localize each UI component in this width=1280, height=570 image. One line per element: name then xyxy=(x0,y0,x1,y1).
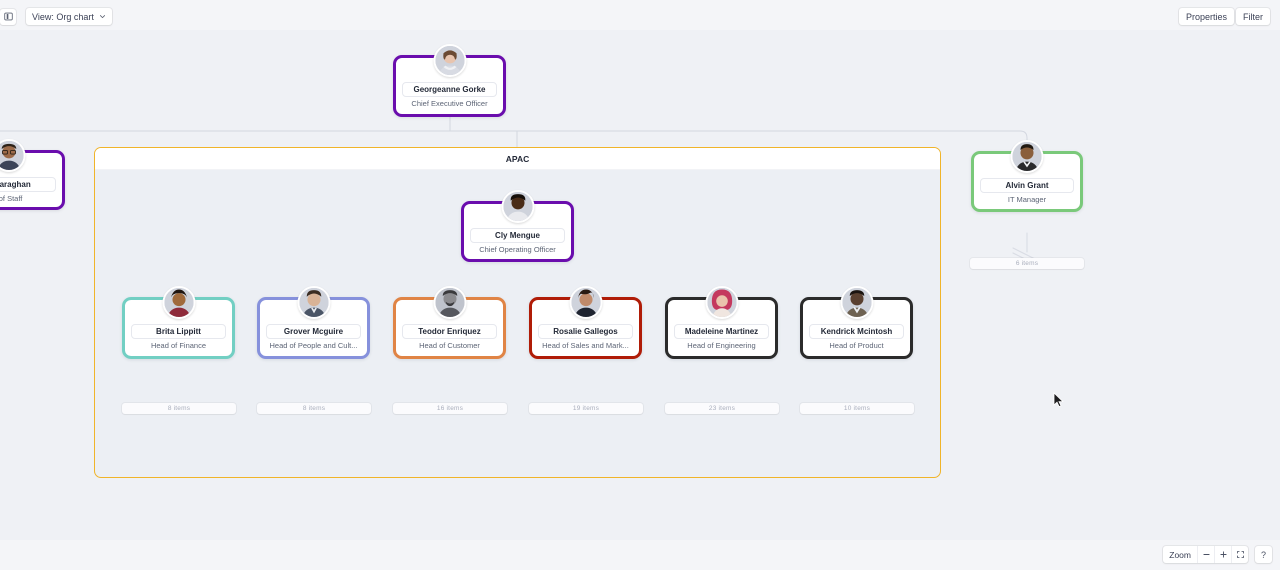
node-title: IT Manager xyxy=(1007,195,1047,204)
node-card-head-of-sales[interactable]: Rosalie Gallegos Head of Sales and Mark.… xyxy=(529,286,642,359)
items-count-badge[interactable]: 10 items xyxy=(800,403,914,414)
chevron-down-icon xyxy=(99,15,105,19)
node-title: Head of Product xyxy=(829,341,884,350)
node-title: Head of Engineering xyxy=(687,341,756,350)
node-name: Kendrick Mcintosh xyxy=(809,324,904,339)
toolbar-right-group: Properties Filter xyxy=(1178,8,1270,25)
node-name: Brita Lippitt xyxy=(131,324,226,339)
minus-icon xyxy=(1202,554,1210,555)
node-title: Head of Sales and Mark... xyxy=(542,341,629,350)
plus-icon xyxy=(1219,551,1227,558)
avatar xyxy=(297,286,330,319)
region-group-title: APAC xyxy=(95,148,940,170)
items-count-badge[interactable]: 23 items xyxy=(665,403,779,414)
avatar xyxy=(501,190,534,223)
chart-canvas[interactable]: APAC Georgeanne Gorke Chief Executive Of… xyxy=(0,30,1280,540)
fullscreen-icon xyxy=(1236,551,1244,558)
mouse-cursor xyxy=(1053,392,1064,408)
avatar xyxy=(569,286,602,319)
toolbar-left-group: View: Org chart xyxy=(0,8,112,25)
node-card-coo[interactable]: Cly Mengue Chief Operating Officer xyxy=(461,190,574,262)
items-count-badge[interactable]: 19 items xyxy=(529,403,643,414)
zoom-out-button[interactable] xyxy=(1197,546,1214,563)
node-card-head-of-people[interactable]: Grover Mcguire Head of People and Cult..… xyxy=(257,286,370,359)
items-count-badge[interactable]: 16 items xyxy=(393,403,507,414)
properties-button[interactable]: Properties xyxy=(1178,8,1234,25)
zoom-in-button[interactable] xyxy=(1214,546,1231,563)
node-title: Head of Finance xyxy=(150,341,207,350)
node-title: f of Staff xyxy=(0,194,23,203)
node-card-ceo[interactable]: Georgeanne Gorke Chief Executive Officer xyxy=(393,44,506,117)
view-selector[interactable]: View: Org chart xyxy=(26,8,112,25)
avatar xyxy=(433,286,466,319)
node-name: Rosalie Gallegos xyxy=(538,324,633,339)
avatar xyxy=(705,286,738,319)
avatar xyxy=(840,286,873,319)
node-title: Head of Customer xyxy=(419,341,480,350)
node-card-head-of-finance[interactable]: Brita Lippitt Head of Finance xyxy=(122,286,235,359)
node-name: n Garaghan xyxy=(0,177,56,192)
node-name: Madeleine Martinez xyxy=(674,324,769,339)
region-group-apac[interactable]: APAC xyxy=(94,147,941,478)
bottom-toolbar: Zoom ? xyxy=(0,540,1280,570)
node-card-it-manager[interactable]: Alvin Grant IT Manager xyxy=(971,140,1083,212)
node-title: Chief Operating Officer xyxy=(479,245,556,254)
panel-layout-icon[interactable] xyxy=(0,8,16,25)
avatar xyxy=(0,139,25,172)
node-card-head-of-engineering[interactable]: Madeleine Martinez Head of Engineering xyxy=(665,286,778,359)
avatar xyxy=(433,44,466,77)
node-name: Teodor Enriquez xyxy=(402,324,497,339)
node-card-head-of-product[interactable]: Kendrick Mcintosh Head of Product xyxy=(800,286,913,359)
node-name: Alvin Grant xyxy=(980,178,1074,193)
fit-to-screen-button[interactable] xyxy=(1231,546,1248,563)
avatar xyxy=(1010,140,1044,173)
items-count-badge[interactable]: 8 items xyxy=(257,403,371,414)
zoom-controls: Zoom xyxy=(1163,546,1248,563)
avatar xyxy=(162,286,195,319)
node-name: Grover Mcguire xyxy=(266,324,361,339)
items-count-badge[interactable]: 6 items xyxy=(970,258,1084,269)
items-count-badge[interactable]: 8 items xyxy=(122,403,236,414)
help-button[interactable]: ? xyxy=(1255,546,1272,563)
node-name: Georgeanne Gorke xyxy=(402,82,497,97)
filter-button[interactable]: Filter xyxy=(1236,8,1270,25)
zoom-label: Zoom xyxy=(1169,549,1191,560)
view-selector-label: View: Org chart xyxy=(32,11,94,22)
node-card-chief-of-staff[interactable]: n Garaghan f of Staff xyxy=(0,139,65,210)
node-title: Head of People and Cult... xyxy=(269,341,358,350)
top-toolbar: View: Org chart Properties Filter xyxy=(0,0,1280,30)
node-card-head-of-customer[interactable]: Teodor Enriquez Head of Customer xyxy=(393,286,506,359)
node-title: Chief Executive Officer xyxy=(411,99,488,108)
node-name: Cly Mengue xyxy=(470,228,565,243)
